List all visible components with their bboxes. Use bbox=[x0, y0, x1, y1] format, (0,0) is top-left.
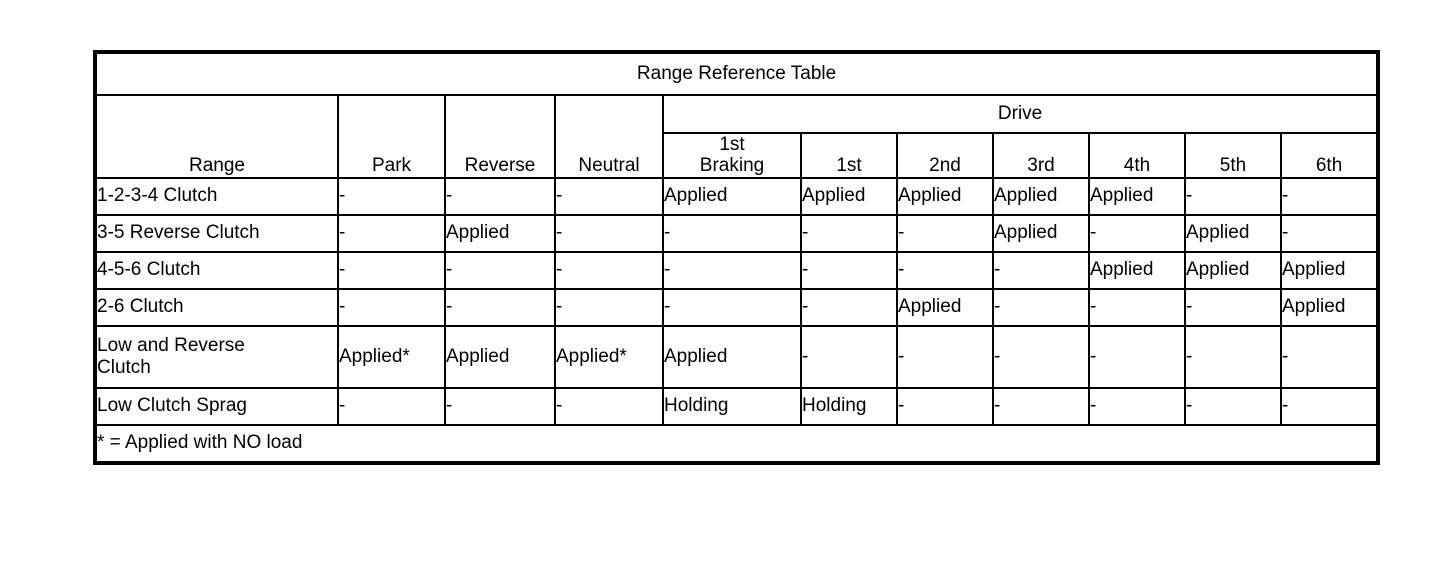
row-label: 2-6 Clutch bbox=[94, 287, 339, 327]
cell-1st-braking: - bbox=[662, 213, 802, 253]
cell-1st: Applied bbox=[800, 176, 898, 216]
cell-reverse: Applied bbox=[444, 324, 556, 389]
row-label: 4-5-6 Clutch bbox=[94, 250, 339, 290]
cell-5th: - bbox=[1184, 176, 1282, 216]
cell-5th: Applied bbox=[1184, 213, 1282, 253]
cell-6th: Applied bbox=[1279, 287, 1380, 327]
column-header-1st-braking: 1st Braking bbox=[662, 132, 802, 179]
cell-3rd: - bbox=[992, 250, 1090, 290]
cell-1st-braking: Holding bbox=[662, 386, 802, 426]
cell-2nd: - bbox=[896, 213, 994, 253]
cell-6th: Applied bbox=[1279, 250, 1380, 290]
column-header-4th: 4th bbox=[1088, 132, 1186, 179]
cell-3rd: Applied bbox=[992, 213, 1090, 253]
cell-2nd: - bbox=[896, 250, 994, 290]
cell-reverse: - bbox=[444, 386, 556, 426]
table-row: 3-5 Reverse Clutch - Applied - - - - App… bbox=[94, 213, 1380, 253]
cell-reverse: Applied bbox=[444, 213, 556, 253]
cell-park: - bbox=[337, 176, 446, 216]
column-header-range: Range bbox=[94, 94, 339, 179]
cell-park: - bbox=[337, 287, 446, 327]
row-label: Low and Reverse Clutch bbox=[94, 324, 339, 389]
table-title: Range Reference Table bbox=[93, 51, 1380, 96]
row-label-line2: Clutch bbox=[97, 356, 151, 378]
cell-reverse: - bbox=[444, 250, 556, 290]
table-row: Low Clutch Sprag - - - Holding Holding -… bbox=[94, 386, 1380, 426]
cell-3rd: - bbox=[992, 324, 1090, 389]
cell-1st: Holding bbox=[800, 386, 898, 426]
table-row: 1-2-3-4 Clutch - - - Applied Applied App… bbox=[94, 176, 1380, 216]
table-row: Low and Reverse Clutch Applied* Applied … bbox=[94, 324, 1380, 389]
column-group-header-drive: Drive bbox=[661, 94, 1380, 134]
group-header-row: Range Park Reverse Neutral Drive bbox=[94, 94, 1380, 179]
cell-4th: - bbox=[1088, 287, 1186, 327]
cell-neutral: Applied* bbox=[554, 324, 664, 389]
column-header-reverse: Reverse bbox=[444, 94, 556, 179]
row-label: 3-5 Reverse Clutch bbox=[94, 213, 339, 253]
range-reference-table: Range Reference Table Range Park Reverse… bbox=[93, 50, 1381, 465]
cell-4th: - bbox=[1088, 386, 1186, 426]
cell-park: - bbox=[337, 386, 446, 426]
cell-park: Applied* bbox=[337, 324, 446, 389]
column-header-5th: 5th bbox=[1184, 132, 1282, 179]
table-row: 4-5-6 Clutch - - - - - - - Applied Appli… bbox=[94, 250, 1380, 290]
cell-3rd: - bbox=[992, 287, 1090, 327]
cell-6th: - bbox=[1279, 213, 1380, 253]
cell-reverse: - bbox=[444, 176, 556, 216]
column-header-1st: 1st bbox=[800, 132, 898, 179]
cell-1st: - bbox=[800, 324, 898, 389]
table-row: 2-6 Clutch - - - - - Applied - - - Appli… bbox=[94, 287, 1380, 327]
row-label: Low Clutch Sprag bbox=[94, 386, 339, 426]
cell-2nd: Applied bbox=[896, 176, 994, 216]
cell-4th: - bbox=[1088, 324, 1186, 389]
cell-5th: - bbox=[1184, 287, 1282, 327]
cell-5th: - bbox=[1184, 324, 1282, 389]
cell-1st-braking: - bbox=[662, 250, 802, 290]
cell-neutral: - bbox=[554, 176, 664, 216]
cell-4th: Applied bbox=[1088, 250, 1186, 290]
cell-6th: - bbox=[1279, 324, 1380, 389]
cell-3rd: - bbox=[992, 386, 1090, 426]
cell-4th: Applied bbox=[1088, 176, 1186, 216]
cell-1st: - bbox=[800, 287, 898, 327]
cell-3rd: Applied bbox=[992, 176, 1090, 216]
column-header-row: 1st Braking 1st 2nd 3rd 4th 5th 6th bbox=[95, 132, 1380, 179]
cell-1st: - bbox=[800, 213, 898, 253]
row-label-line1: Low and Reverse bbox=[97, 335, 245, 357]
cell-2nd: Applied bbox=[896, 287, 994, 327]
column-header-neutral: Neutral bbox=[554, 94, 664, 179]
cell-5th: Applied bbox=[1184, 250, 1282, 290]
cell-neutral: - bbox=[554, 250, 664, 290]
cell-5th: - bbox=[1184, 386, 1282, 426]
cell-6th: - bbox=[1279, 386, 1380, 426]
column-header-park: Park bbox=[337, 94, 446, 179]
cell-2nd: - bbox=[896, 324, 994, 389]
cell-park: - bbox=[337, 213, 446, 253]
range-reference-table-container: Range Reference Table Range Park Reverse… bbox=[93, 50, 1381, 465]
table-footnote: * = Applied with NO load bbox=[93, 423, 1380, 464]
cell-1st-braking: Applied bbox=[662, 176, 802, 216]
table-title-row: Range Reference Table bbox=[93, 51, 1380, 96]
cell-4th: - bbox=[1088, 213, 1186, 253]
cell-neutral: - bbox=[554, 386, 664, 426]
cell-1st: - bbox=[800, 250, 898, 290]
cell-1st-braking: Applied bbox=[662, 324, 802, 389]
column-header-2nd: 2nd bbox=[896, 132, 994, 179]
row-label: 1-2-3-4 Clutch bbox=[94, 176, 339, 216]
cell-park: - bbox=[337, 250, 446, 290]
cell-neutral: - bbox=[554, 287, 664, 327]
cell-1st-braking: - bbox=[662, 287, 802, 327]
column-header-3rd: 3rd bbox=[992, 132, 1090, 179]
cell-neutral: - bbox=[554, 213, 664, 253]
cell-2nd: - bbox=[896, 386, 994, 426]
cell-reverse: - bbox=[444, 287, 556, 327]
column-header-6th: 6th bbox=[1279, 132, 1380, 179]
column-header-1st-braking-line1: 1st bbox=[719, 134, 745, 155]
column-header-1st-braking-line2: Braking bbox=[699, 155, 765, 177]
table-footnote-row: * = Applied with NO load bbox=[93, 423, 1380, 464]
cell-6th: - bbox=[1279, 176, 1380, 216]
